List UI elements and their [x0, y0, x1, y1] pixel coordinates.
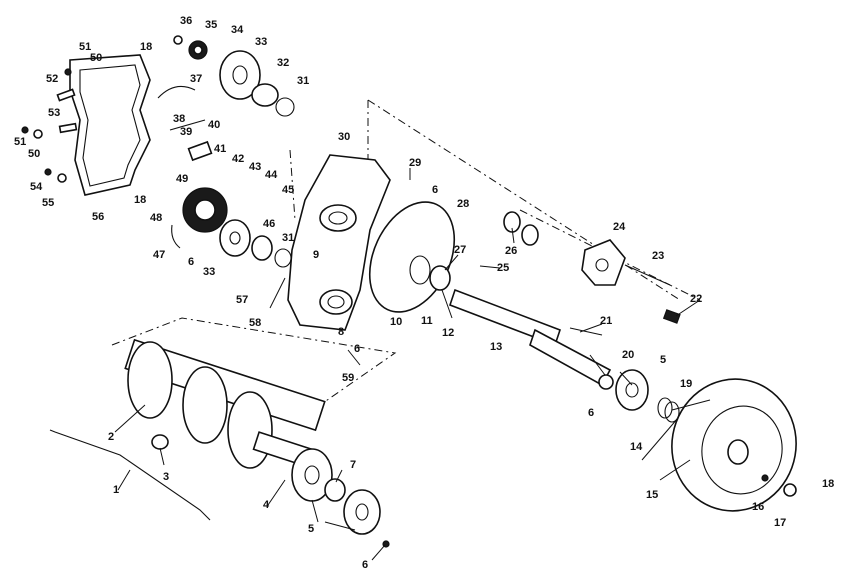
callout-6c: 6 [432, 184, 438, 196]
callout-3: 3 [163, 471, 169, 483]
callout-40: 40 [208, 119, 220, 131]
callout-1: 1 [113, 484, 119, 496]
callout-19: 19 [680, 378, 692, 390]
callout-21: 21 [600, 315, 612, 327]
callout-48: 48 [150, 212, 162, 224]
callout-23: 23 [652, 250, 664, 262]
callout-25: 25 [497, 262, 509, 274]
axle-end-hardware [291, 448, 390, 548]
callout-26: 26 [505, 245, 517, 257]
callout-47: 47 [153, 249, 165, 261]
driven-pulley [598, 369, 797, 512]
assembly-bracket [49, 429, 211, 521]
callout-42: 42 [232, 153, 244, 165]
callout-57: 57 [236, 294, 248, 306]
callout-32: 32 [277, 57, 289, 69]
callout-11: 11 [421, 315, 433, 327]
callout-9: 9 [313, 249, 319, 261]
callout-2: 2 [108, 431, 114, 443]
callout-50b: 50 [28, 148, 40, 160]
callout-49: 49 [176, 173, 188, 185]
callout-37: 37 [190, 73, 202, 85]
callout-53: 53 [48, 107, 60, 119]
callout-50: 50 [90, 52, 102, 64]
callout-51: 51 [79, 41, 91, 53]
callout-4: 4 [263, 499, 270, 511]
callout-7: 7 [350, 459, 356, 471]
callout-31b: 31 [282, 232, 294, 244]
callout-labels: 1 2 3 4 5 5 6 6 6 6 6 7 8 9 10 11 12 13 … [14, 15, 834, 571]
callout-58: 58 [249, 317, 261, 329]
callout-22: 22 [690, 293, 702, 305]
callout-24: 24 [613, 221, 626, 233]
callout-33b: 33 [203, 266, 215, 278]
callout-8: 8 [338, 326, 344, 338]
callout-14: 14 [630, 441, 643, 453]
callout-52: 52 [46, 73, 58, 85]
callout-12: 12 [442, 327, 454, 339]
callout-41: 41 [214, 143, 226, 155]
callout-34: 34 [231, 24, 244, 36]
callout-18: 18 [822, 478, 834, 490]
bearing-housing [581, 239, 681, 324]
callout-10: 10 [390, 316, 402, 328]
callout-35: 35 [205, 19, 217, 31]
callout-16: 16 [752, 501, 764, 513]
callout-55: 55 [42, 197, 54, 209]
drive-axle-assembly [124, 338, 326, 469]
callout-56: 56 [92, 211, 104, 223]
callout-38: 38 [173, 113, 185, 125]
leader-lines [114, 168, 711, 561]
chaincase-cover [69, 54, 151, 196]
callout-20: 20 [622, 349, 634, 361]
callout-6b: 6 [188, 256, 194, 268]
callout-36: 36 [180, 15, 192, 27]
callout-17: 17 [774, 517, 786, 529]
upper-sprocket-group [157, 35, 295, 117]
callout-5: 5 [308, 523, 314, 535]
callout-27: 27 [454, 244, 466, 256]
callout-31: 31 [297, 75, 309, 87]
callout-13: 13 [490, 341, 502, 353]
callout-45: 45 [282, 184, 294, 196]
callout-30: 30 [338, 131, 350, 143]
callout-6: 6 [362, 559, 368, 571]
callout-6d: 6 [354, 343, 360, 355]
callout-46: 46 [263, 218, 275, 230]
callout-28: 28 [457, 198, 469, 210]
callout-5b: 5 [660, 354, 666, 366]
callout-15: 15 [646, 489, 658, 501]
callout-33: 33 [255, 36, 267, 48]
callout-39: 39 [180, 126, 192, 138]
callout-44: 44 [265, 169, 278, 181]
jackshaft [429, 211, 612, 387]
cover-fasteners [21, 68, 78, 183]
lower-sprocket-group [169, 119, 292, 268]
chaincase-housing [287, 154, 391, 331]
callout-18b: 18 [140, 41, 152, 53]
callout-51b: 51 [14, 136, 26, 148]
callout-6e: 6 [588, 407, 594, 419]
callout-18c: 18 [134, 194, 146, 206]
callout-29: 29 [409, 157, 421, 169]
callout-54: 54 [30, 181, 43, 193]
callout-59: 59 [342, 372, 354, 384]
callout-43: 43 [249, 161, 261, 173]
